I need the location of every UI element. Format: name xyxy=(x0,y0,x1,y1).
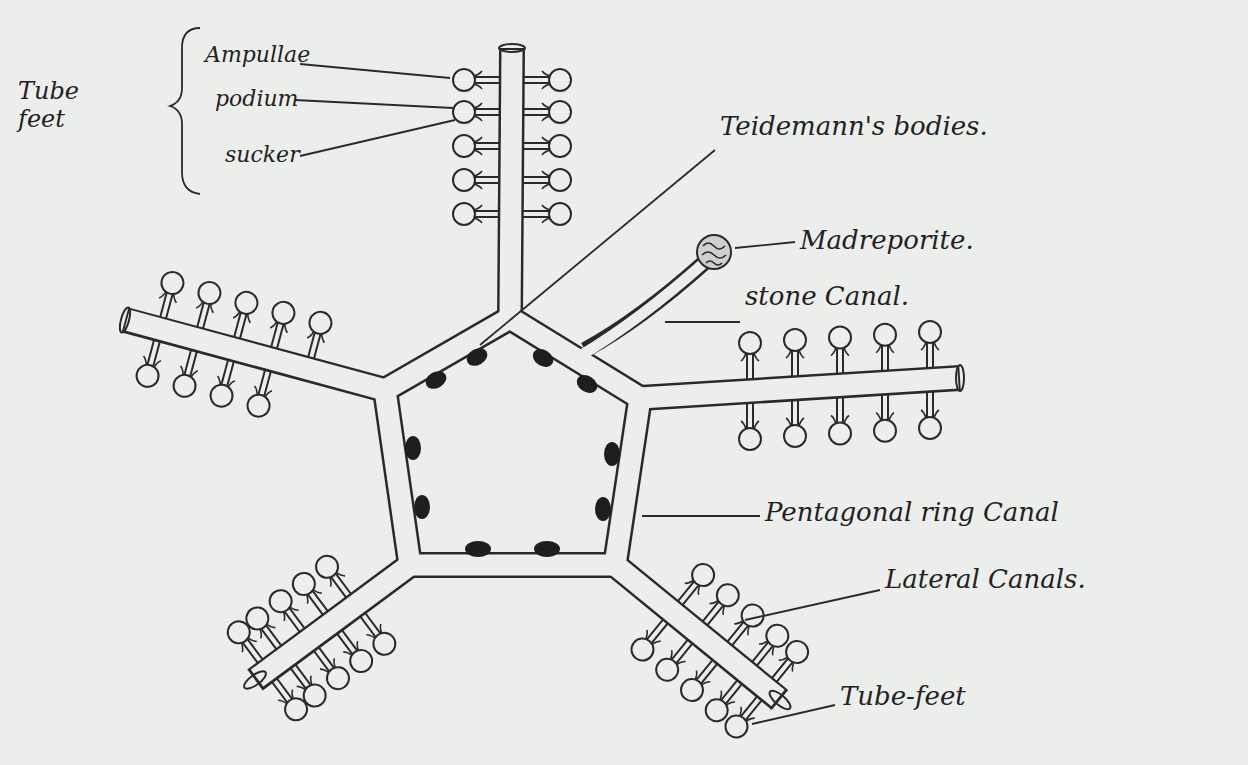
part-label: sucker xyxy=(225,142,300,167)
tube-feet xyxy=(134,69,941,742)
madreporite xyxy=(697,235,731,269)
part-label: stone Canal. xyxy=(745,282,909,312)
part-label: Tube-feet xyxy=(840,682,966,712)
canal-lumen xyxy=(127,50,958,698)
part-label: Ampullae xyxy=(205,42,310,67)
part-label: Lateral Canals. xyxy=(885,565,1086,595)
part-label: podium xyxy=(215,86,298,111)
canal-outline xyxy=(125,48,960,700)
arm-ends xyxy=(118,44,964,712)
tiedemann-bodies xyxy=(405,345,620,557)
part-label: Pentagonal ring Canal xyxy=(765,498,1059,528)
part-label: Madreporite. xyxy=(800,226,974,256)
part-label: Tube feet xyxy=(18,78,98,133)
part-label: Teidemann's bodies. xyxy=(720,112,988,142)
